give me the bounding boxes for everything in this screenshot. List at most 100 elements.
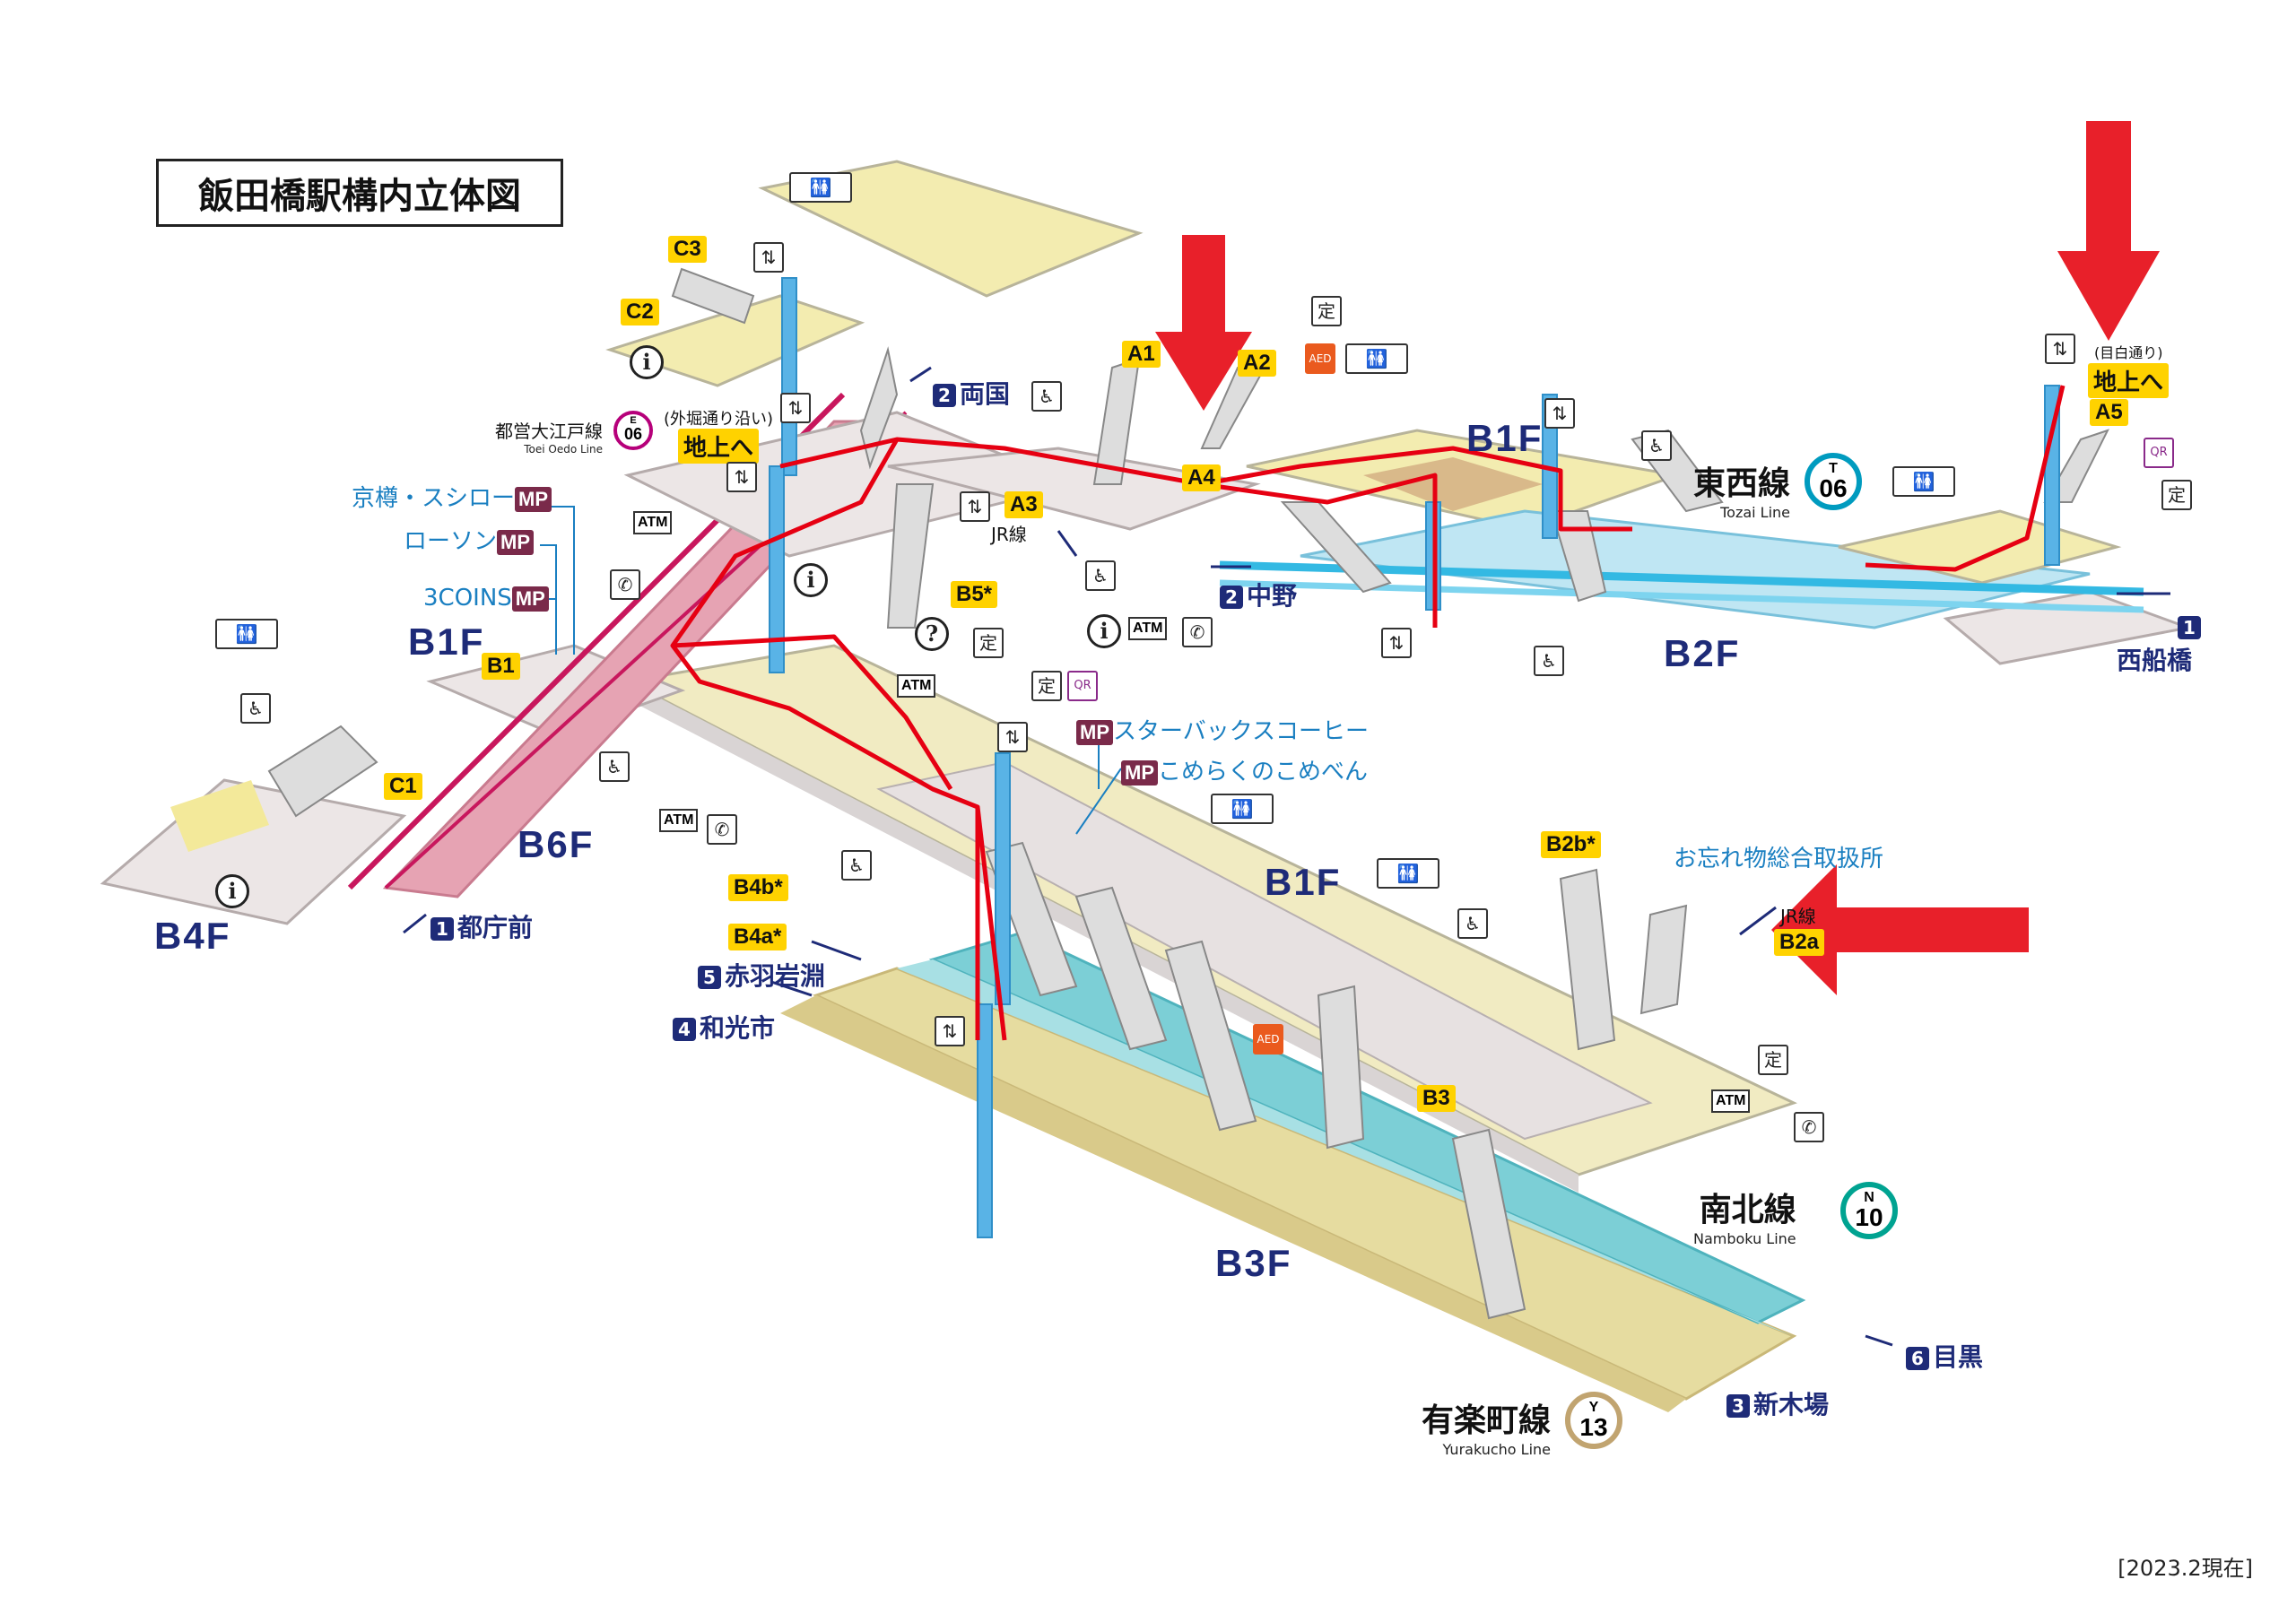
elevator-icon: ⇅ xyxy=(1381,628,1412,658)
wheelchair-icon: ♿ xyxy=(599,751,630,782)
mp-badge: MP xyxy=(515,486,552,512)
qr-icon: QR xyxy=(2144,438,2174,468)
route-line xyxy=(670,385,2066,1041)
mp-badge: MP xyxy=(1121,759,1158,785)
elevator-icon: ⇅ xyxy=(1544,398,1575,429)
info-icon: i xyxy=(215,874,249,908)
teiki-icon: 定 xyxy=(1758,1045,1788,1075)
map-title: 飯田橋駅構内立体図 xyxy=(156,159,563,227)
namboku-platform-b xyxy=(897,959,1794,1336)
wheelchair-icon: ♿ xyxy=(841,850,872,881)
floor-b1f-left: B1F xyxy=(408,621,485,663)
elevator-icon: ⇅ xyxy=(997,722,1028,752)
exit-a5: A5 xyxy=(2090,399,2128,426)
arrow-down-a5 xyxy=(2057,121,2160,341)
exit-a3: A3 xyxy=(1004,491,1043,518)
exit-b1: B1 xyxy=(482,653,520,680)
tozai-b2f xyxy=(1300,509,2091,629)
wheelchair-icon: ♿ xyxy=(1085,560,1116,591)
date-stamp: [2023.2現在] xyxy=(2118,1556,2253,1581)
elevator-icon: ⇅ xyxy=(935,1016,965,1046)
exit-c3: C3 xyxy=(668,236,707,263)
exit-b4b: B4b* xyxy=(728,874,788,901)
oedo-top-concourse xyxy=(758,160,1144,298)
mp-badge: MP xyxy=(1076,719,1113,745)
toilet-icon: 🚻 xyxy=(789,172,852,203)
elevator-shafts xyxy=(769,277,2060,1238)
concourse-lower xyxy=(876,760,1653,1141)
phone-icon: ✆ xyxy=(707,814,737,845)
wheelchair-icon: ♿ xyxy=(1031,381,1062,412)
exit-b2b: B2b* xyxy=(1541,831,1601,858)
info-icon: i xyxy=(1087,614,1121,648)
info-icon: i xyxy=(794,563,828,597)
floor-b2f: B2F xyxy=(1664,632,1741,674)
exit-c1: C1 xyxy=(384,773,422,800)
highlight-arrows xyxy=(1155,121,2160,997)
oedo-ground-exit: 地上へ xyxy=(678,429,760,464)
exit-b3: B3 xyxy=(1417,1085,1456,1112)
arrow-left-b2a xyxy=(1771,864,2029,997)
toilet-icon: 🚻 xyxy=(1211,794,1274,824)
central-concourse xyxy=(887,447,1261,531)
mp-badge: MP xyxy=(497,529,535,555)
namboku-badge: N 10 xyxy=(1840,1182,1898,1239)
yurakucho-track xyxy=(780,995,1686,1412)
toilet-icon: 🚻 xyxy=(1892,466,1955,497)
wheelchair-icon: ♿ xyxy=(1534,646,1564,676)
mp-badge: MP xyxy=(511,586,549,612)
exit-a1: A1 xyxy=(1122,341,1161,368)
elevator-icon: ⇅ xyxy=(726,462,757,492)
phone-icon: ✆ xyxy=(1182,617,1213,647)
floor-b4f: B4F xyxy=(154,915,231,957)
question-icon: ? xyxy=(915,617,949,651)
teiki-icon: 定 xyxy=(973,628,1004,658)
atm-icon: ATM xyxy=(633,511,673,534)
direction-arrows xyxy=(403,366,2170,1347)
elevator-icon: ⇅ xyxy=(753,242,784,273)
tozai-ground-note: (目白通り) xyxy=(2094,344,2163,361)
phone-icon: ✆ xyxy=(610,569,640,600)
teiki-icon: 定 xyxy=(2161,480,2192,510)
oedo-line-label: 都営大江戸線 Toei Oedo Line xyxy=(495,421,603,456)
jr-line-b2a: JR線 xyxy=(1780,906,1816,927)
escalators xyxy=(267,267,2109,1320)
tozai-ground-exit: 地上へ xyxy=(2088,363,2170,398)
atm-icon: ATM xyxy=(1128,617,1168,640)
left-yellow-area xyxy=(170,780,269,852)
atm-icon: ATM xyxy=(659,809,699,832)
toilet-icon: 🚻 xyxy=(1377,858,1439,889)
exit-b5: B5* xyxy=(951,581,998,608)
yurakucho-line-label: 有楽町線 Yurakucho Line xyxy=(1422,1402,1552,1458)
phone-icon: ✆ xyxy=(1794,1112,1824,1142)
tozai-line-label: 東西線 Tozai Line xyxy=(1693,465,1791,521)
exit-c2: C2 xyxy=(621,299,659,325)
exit-a2: A2 xyxy=(1238,350,1276,377)
elevator-icon: ⇅ xyxy=(780,393,811,423)
wheelchair-icon: ♿ xyxy=(240,693,271,724)
toilet-icon: 🚻 xyxy=(1345,343,1408,374)
oedo-ground-note: (外堀通り沿い) xyxy=(664,410,774,429)
jr-line-a3: JR線 xyxy=(991,524,1027,545)
atm-icon: ATM xyxy=(1711,1089,1751,1113)
tozai-b1f-brown xyxy=(1363,457,1543,511)
teiki-icon: 定 xyxy=(1031,671,1062,701)
elevator-icon: ⇅ xyxy=(2045,334,2075,364)
toilet-icon: 🚻 xyxy=(215,619,278,649)
atm-icon: ATM xyxy=(897,674,936,698)
floor-b3f: B3F xyxy=(1215,1242,1292,1284)
wheelchair-icon: ♿ xyxy=(1641,430,1672,461)
